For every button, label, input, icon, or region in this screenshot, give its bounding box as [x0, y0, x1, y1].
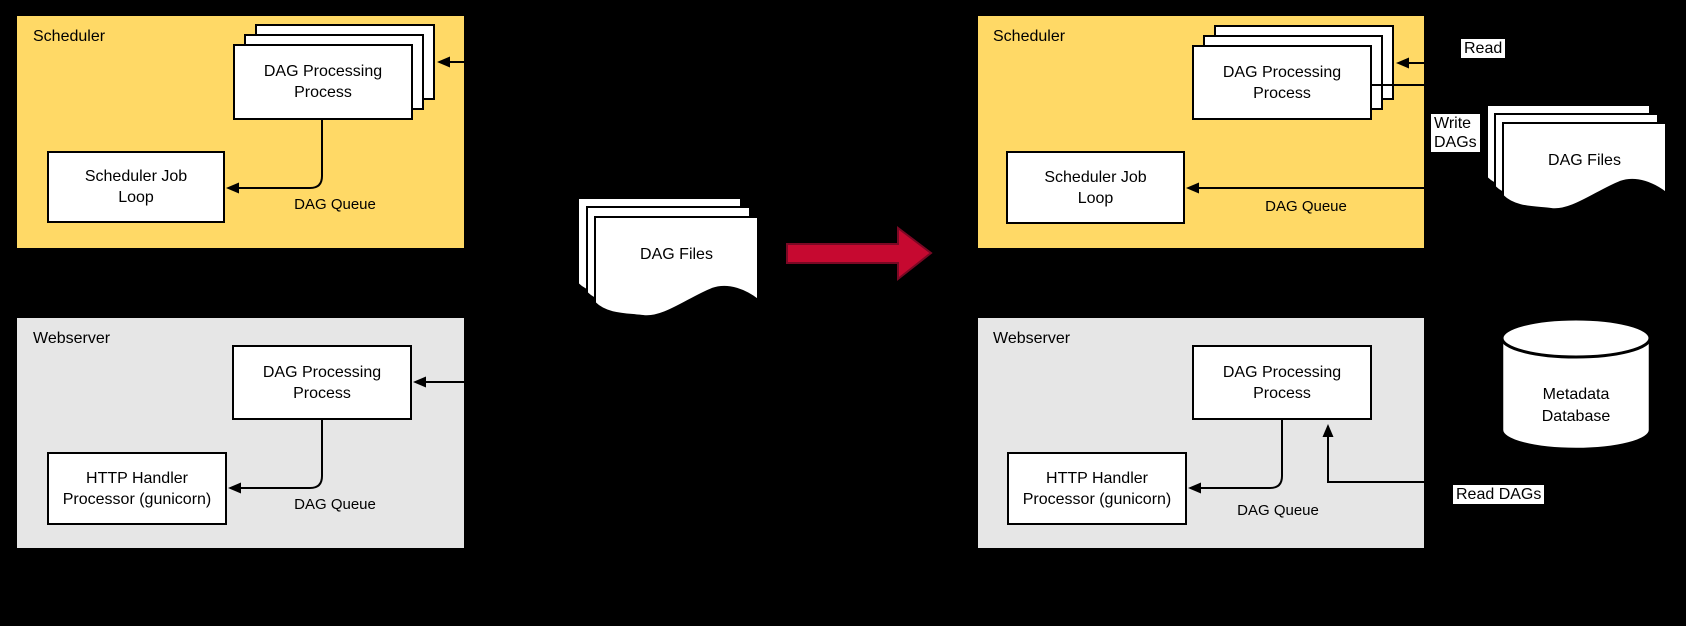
dag-files-label: DAG Files	[1548, 152, 1621, 169]
dag-queue-label: DAG Queue	[294, 196, 376, 213]
write-dags-flow-label: Write DAGs	[1431, 114, 1480, 152]
dag-processing-process-node: DAG Processing Process	[233, 44, 413, 120]
dag-processing-process-node: DAG Processing Process	[232, 345, 412, 420]
dag-processing-process-node: DAG Processing Process	[1192, 345, 1372, 420]
http-handler-node: HTTP Handler Processor (gunicorn)	[47, 452, 227, 525]
dag-queue-label: DAG Queue	[1265, 198, 1347, 215]
dag-processing-process-node: DAG Processing Process	[1192, 45, 1372, 120]
metadata-database-label: Metadata Database	[1541, 386, 1611, 425]
transform-arrow-icon	[786, 225, 933, 282]
dag-files-label: DAG Files	[640, 246, 713, 263]
panel-title: Scheduler	[33, 28, 106, 45]
panel-title: Webserver	[33, 330, 111, 347]
scheduler-job-loop-node: Scheduler Job Loop	[47, 151, 225, 223]
panel-title: Scheduler	[993, 28, 1066, 45]
dag-queue-label: DAG Queue	[294, 496, 376, 513]
scheduler-job-loop-node: Scheduler Job Loop	[1006, 151, 1185, 224]
read-dags-flow-label: Read DAGs	[1453, 485, 1545, 504]
dag-queue-label: DAG Queue	[1237, 502, 1319, 519]
read-flow-label: Read	[1461, 39, 1506, 58]
http-handler-node: HTTP Handler Processor (gunicorn)	[1007, 452, 1187, 525]
panel-title: Webserver	[993, 330, 1071, 347]
